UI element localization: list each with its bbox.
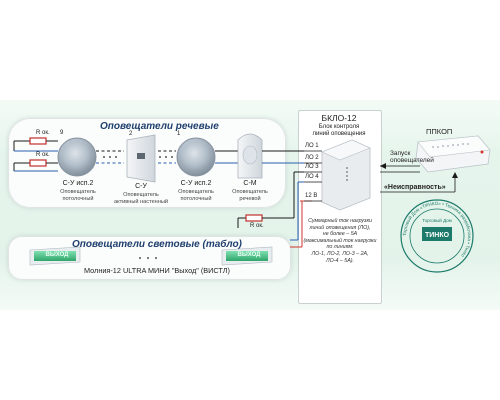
- ceiling-speaker-2-icon: [176, 137, 216, 177]
- bklo-device-icon: [321, 139, 371, 211]
- exit-sign-left-icon: [29, 246, 81, 266]
- bklo-subtitle-1: Блок контроля: [318, 124, 360, 130]
- line-lo3-label: ЛО 3: [305, 164, 319, 170]
- tinko-stamp-icon: Торговый Дом «ТИНКО» • Техника разработа…: [400, 199, 474, 273]
- resistor-end-of-line-2: [13, 159, 58, 171]
- stamp-logo-text: ТИНКО: [425, 232, 450, 239]
- voice-speaker-icon: [237, 133, 263, 179]
- fault-signal-label: «Неисправность»: [384, 184, 446, 191]
- line-lo4-label: ЛО 4: [305, 174, 319, 180]
- bklo-line-markers: [304, 150, 322, 202]
- bklo-current-note: Суммарный ток нагрузки линий оповещения …: [303, 218, 377, 264]
- device-1-name: С-У исп.2: [62, 180, 94, 187]
- resistor-end-of-line-1: [13, 137, 58, 151]
- speech-panel-title: Оповещатели речевые: [100, 121, 219, 132]
- resistor-1-label: R ок.: [36, 130, 50, 136]
- device-2-name: С-У: [135, 183, 147, 190]
- speaker-number-9: 9: [60, 130, 64, 136]
- line-lo2-label: ЛО 2: [305, 155, 319, 161]
- line-12v-label: 12 В: [305, 193, 318, 199]
- light-notifier-caption: Молния-12 ULTRA МИНИ "Выход" (ВИСТЛ): [84, 266, 230, 275]
- light-panel-title: Оповещатели световые (табло): [72, 239, 242, 250]
- speaker-number-2: 2: [129, 131, 133, 137]
- ppkop-title: ППКОП: [426, 127, 453, 136]
- exit-sign-right-text: ВЫХОД: [237, 252, 261, 258]
- line-lo1-label: ЛО 1: [305, 143, 319, 149]
- resistor-end-of-line-3: [237, 214, 294, 228]
- speaker-number-1: 1: [177, 131, 181, 137]
- exit-sign-right-icon: [221, 246, 273, 266]
- resistor-3-label: R ок.: [250, 223, 264, 229]
- device-3-name: С-У исп.2: [180, 180, 212, 187]
- bklo-unit-box: [298, 110, 382, 304]
- device-4-name: С-М: [243, 180, 257, 187]
- bklo-title: БКЛО-12: [321, 113, 357, 123]
- ceiling-speaker-1-icon: [57, 137, 97, 177]
- exit-sign-left-text: ВЫХОД: [45, 252, 69, 258]
- ppkop-panel-icon: [415, 135, 491, 173]
- ellipsis-dots: [103, 156, 173, 259]
- resistor-2-label: R ок.: [36, 152, 50, 158]
- stamp-inner-text: Торговый Дом: [422, 217, 452, 223]
- bklo-subtitle-2: линий оповещения: [312, 131, 366, 137]
- wall-speaker-icon: [126, 134, 156, 183]
